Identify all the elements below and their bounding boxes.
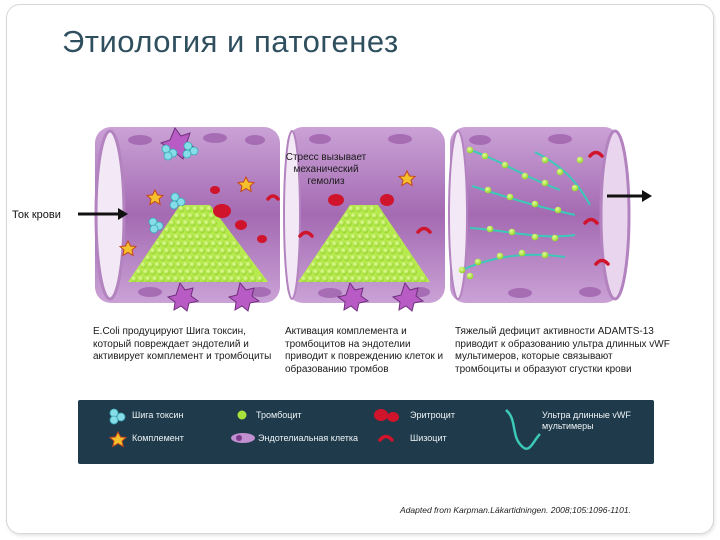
hemolysis-note: Стресс вызывает механический гемолиз: [285, 152, 367, 187]
legend-label-schizocyte: Шизоцит: [410, 433, 447, 443]
legend-endothelial-icon: [231, 433, 255, 443]
legend-platelet-icon: [237, 410, 247, 420]
caption-step-3: Тяжелый дефицит активности ADAMTS-13 при…: [455, 326, 670, 375]
legend-label-vwf: Ультра длинные vWF мультимеры: [542, 410, 631, 431]
legend-complement-icon: [108, 430, 128, 448]
complement-stars: [118, 169, 417, 257]
legend-label-complement: Комплемент: [132, 433, 184, 443]
page-title: Этиология и патогенез: [62, 24, 399, 59]
legend: Шига токсин Комплемент Тромбоцит Эндотел…: [78, 400, 654, 464]
thrombus-2-platelets: [300, 205, 427, 283]
erythrocytes: [210, 186, 394, 243]
vwf-multimers: [461, 149, 591, 271]
legend-label-erythrocyte: Эритроцит: [410, 410, 455, 420]
vwf-bound-platelets: [458, 146, 584, 280]
legend-label-platelet: Тромбоцит: [256, 410, 302, 420]
endothelial-cells: [128, 133, 601, 298]
legend-shiga-toxin-icon: [109, 408, 126, 425]
legend-vwf-icon: [505, 409, 541, 451]
caption-step-1: E.Coli продуцируют Шига токсин, который …: [93, 326, 272, 362]
shiga-toxin-particles: [148, 141, 199, 234]
legend-erythrocyte-icon: [374, 409, 399, 422]
legend-schizocyte-icon: [378, 434, 394, 442]
flow-arrow-right: [607, 190, 652, 202]
thrombus-1-platelets: [130, 205, 264, 283]
blood-flow-label: Ток крови: [12, 209, 61, 221]
caption-step-2: Активация комплемента и тромбоцитов на э…: [285, 326, 444, 375]
schizocytes: [266, 150, 610, 266]
pathogenesis-diagram: [78, 127, 652, 312]
flow-arrow-left: [78, 208, 128, 220]
source-citation: Adapted from Karpman.Läkartidningen. 200…: [400, 505, 631, 515]
legend-label-shiga-toxin: Шига токсин: [132, 410, 184, 420]
legend-label-endothelial-cell: Эндотелиальная клетка: [258, 433, 359, 443]
